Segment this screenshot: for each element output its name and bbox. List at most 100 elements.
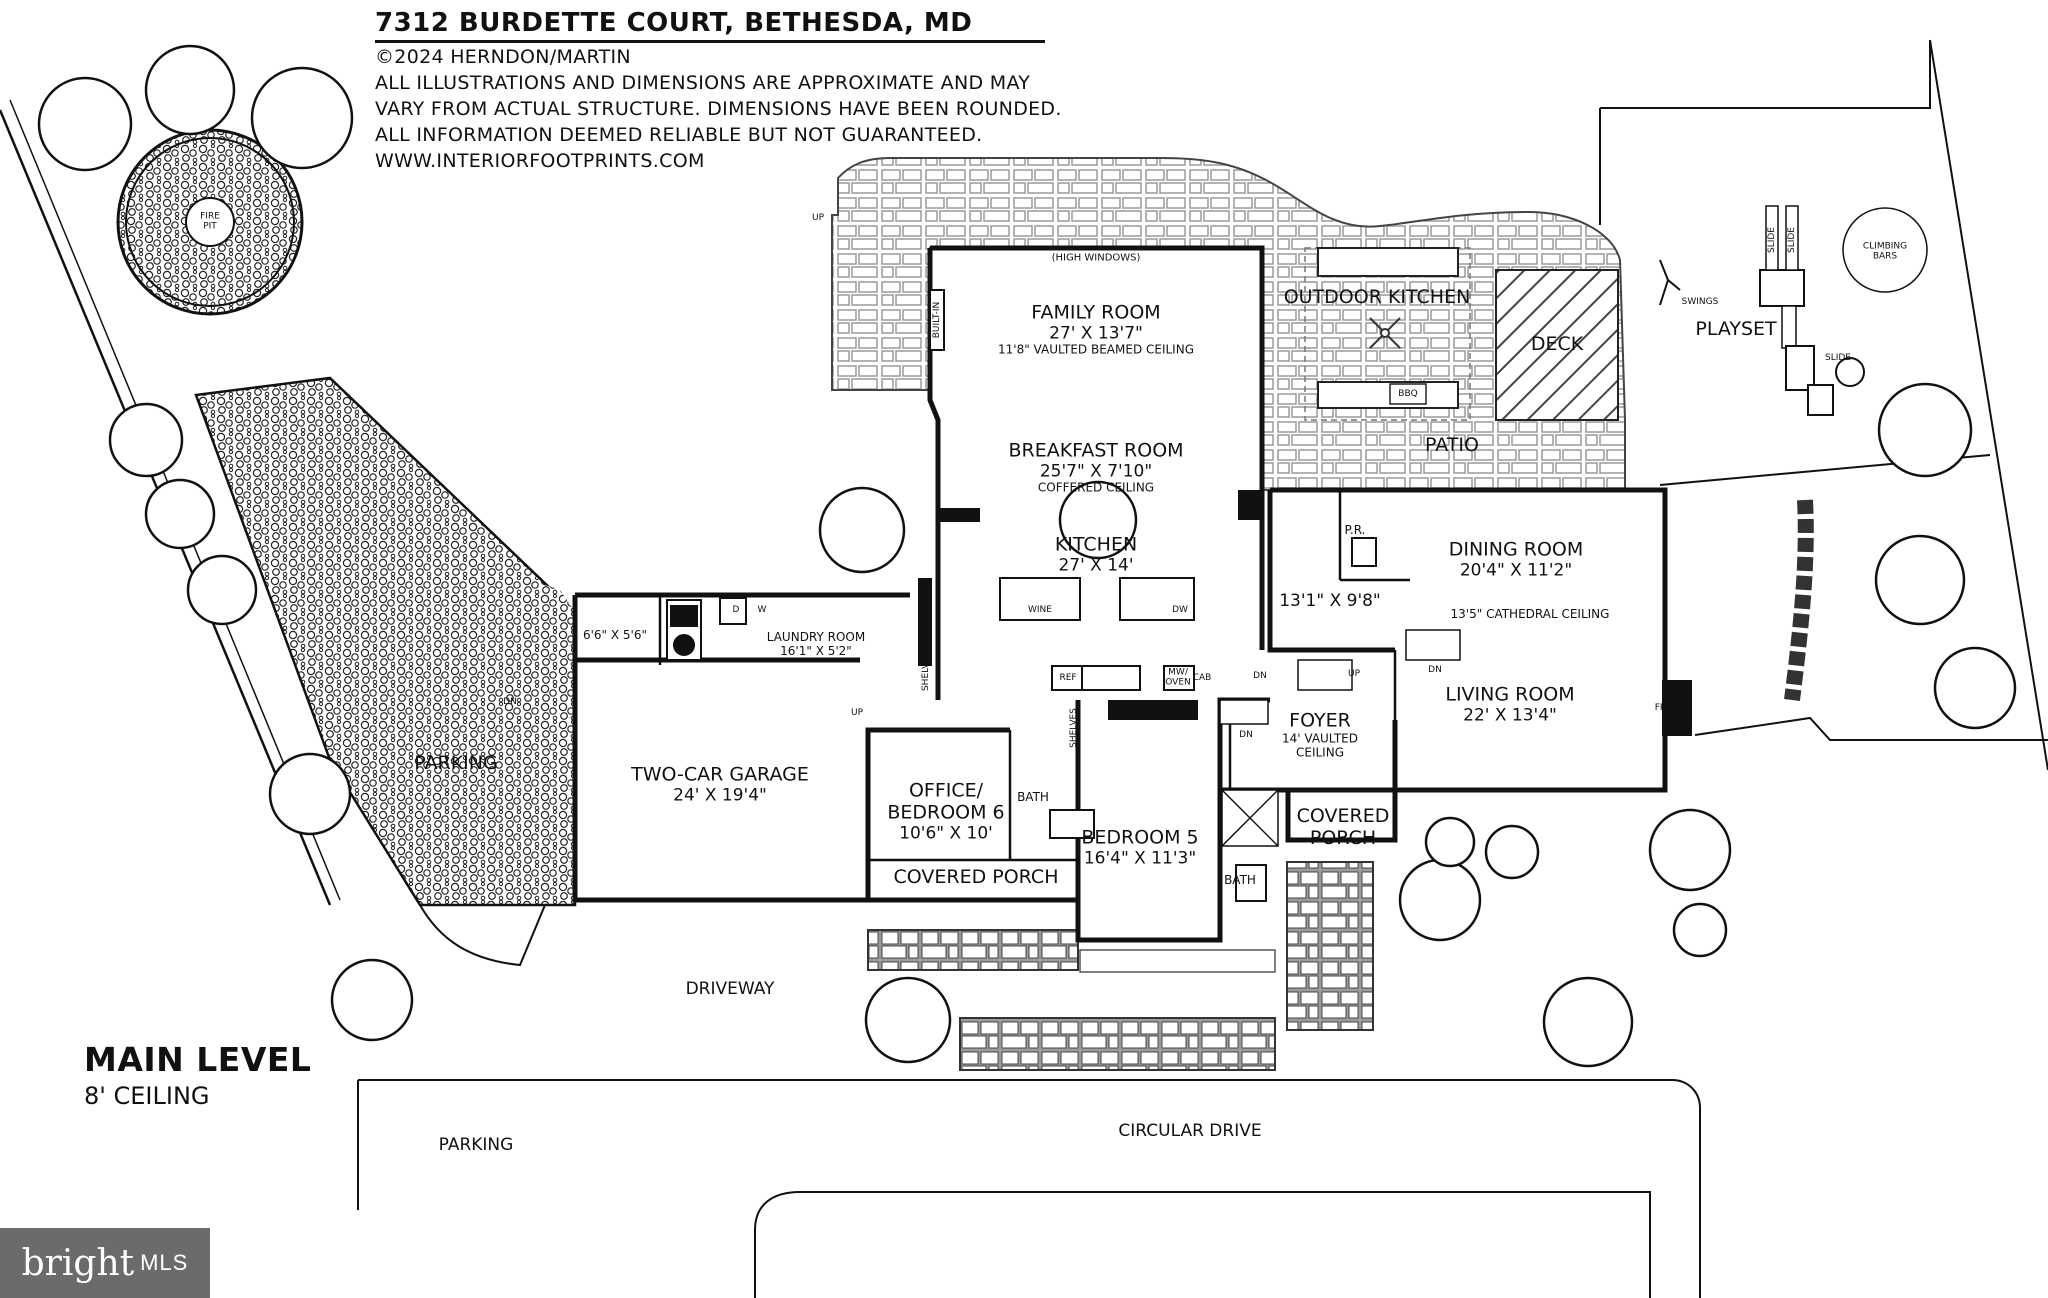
washer-label: W [757,604,767,615]
bedroom-5-label: BEDROOM 5 16'4" X 11'3" [1081,826,1199,869]
foyer-name: FOYER [1289,709,1351,732]
stairs [1219,629,1461,847]
landscape-trees [37,44,2017,1068]
covered-porch-front-label: COVERED PORCH [1296,805,1390,850]
disclaimer-line-1: ALL ILLUSTRATIONS AND DIMENSIONS ARE APP… [375,72,1031,94]
driveway-label: DRIVEWAY [685,979,775,1000]
wall-chunks [668,490,1692,736]
outdoor-kitchen-counter [1317,247,1459,277]
foyer-note-1: 14' VAULTED [1281,731,1359,746]
climbing-bars-line-2: BARS [1872,252,1898,262]
slide-label-1: SLIDE [1766,227,1777,253]
copyright-notice: ©2024 HERNDON/MARTIN [375,46,631,68]
dw-label: DW [1172,604,1188,615]
climbing-bars [1842,207,1928,293]
patio-label: PATIO [1425,434,1479,457]
address-underline [375,40,1045,43]
playset-tower [1759,269,1805,307]
laundry-room-label: LAUNDRY ROOM 16'1" X 5'2" [766,630,866,659]
mls-brand-text: bright [21,1242,135,1284]
kitchen-name: KITCHEN [1054,533,1138,556]
family-room-name: FAMILY ROOM [1031,301,1161,324]
garage-name: TWO-CAR GARAGE [631,763,809,786]
garage-label: TWO-CAR GARAGE 24' X 19'4" [631,763,809,806]
shelves-label: SHELVS [920,656,931,692]
office-line-2: BEDROOM 6 [887,801,1005,824]
bbq-label: BBQ [1398,388,1418,399]
website-link[interactable]: WWW.INTERIORFOOTPRINTS.COM [375,150,705,172]
bedroom-5-dims: 16'4" X 11'3" [1083,848,1197,869]
interior-walls [658,490,1410,940]
ref-label: REF [1059,672,1077,683]
living-room-label: LIVING ROOM 22' X 13'4" [1445,683,1574,726]
bedroom-5-name: BEDROOM 5 [1081,826,1199,849]
slide-label-2: SLIDE [1786,227,1797,253]
stepping-stones [1784,499,1814,701]
stairs-down-label-1: DN [1253,670,1267,681]
garage-dims: 24' X 19'4" [673,785,767,806]
office-label: OFFICE/ BEDROOM 6 10'6" X 10' [887,780,1004,843]
climbing-bars-label: CLIMBING BARS [1863,242,1907,263]
covered-porch-front-line-1: COVERED [1296,805,1390,828]
hall-dims: 13'1" X 9'8" [1279,591,1381,612]
kitchen-dims: 27' X 14' [1058,555,1134,576]
bath-2-label: BATH [1224,873,1256,888]
dining-room-note: 13'5" CATHEDRAL CEILING [1450,607,1610,622]
disclaimer-line-2: VARY FROM ACTUAL STRUCTURE. DIMENSIONS H… [375,98,1062,120]
dining-room-name: DINING ROOM [1448,538,1584,561]
family-room-windows-note: (HIGH WINDOWS) [1051,252,1141,264]
outdoor-kitchen-label: OUTDOOR KITCHEN [1283,286,1471,309]
level-ceiling-note: 8' CEILING [84,1082,210,1110]
mw-oven-line-2: OVEN [1165,678,1191,688]
slide-label-3: SLIDE [1825,352,1851,363]
mls-suffix-text: MLS [140,1250,189,1275]
kitchen-label: KITCHEN 27' X 14' [1054,533,1138,576]
disclaimer-line-3: ALL INFORMATION DEEMED RELIABLE BUT NOT … [375,124,983,146]
property-address: 7312 BURDETTE COURT, BETHESDA, MD [375,8,973,38]
family-room-note: 11'8" VAULTED BEAMED CEILING [998,342,1194,357]
outdoor-kitchen-grill-counter [1317,381,1459,409]
office-line-1: OFFICE/ [908,779,984,802]
stairs-up-label-3: UP [1347,668,1361,679]
fire-pit-line-2: PIT [203,222,217,232]
family-room-dims: 27' X 13'7" [1049,323,1143,344]
dining-room-label: DINING ROOM 20'4" X 11'2" [1448,538,1584,581]
breakfast-room-name: BREAKFAST ROOM [1008,439,1184,462]
storage-dims: 6'6" X 5'6" [582,628,648,643]
mls-logo-badge: bright MLS [0,1228,210,1298]
stairs-up-label-1: UP [811,212,825,223]
dryer-label: D [732,604,740,615]
wine-label: WINE [1028,604,1052,615]
fireplace-label: FP [1654,702,1666,713]
level-title: MAIN LEVEL [84,1040,312,1079]
mw-oven-label: MW/ OVEN [1165,668,1191,689]
built-in-label: BUILT-IN [931,301,942,339]
fire-pit-line-1: FIRE [200,211,220,222]
side-parking-gravel [194,376,577,907]
bath-1-label: BATH [1017,790,1049,805]
dining-room-dims: 20'4" X 11'2" [1459,560,1573,581]
outdoor-fan-icon [1369,317,1401,349]
shelves-2-label: SHELVES [1068,708,1079,748]
laundry-room-name: LAUNDRY ROOM [766,630,866,645]
living-room-dims: 22' X 13'4" [1463,705,1557,726]
covered-porch-front-line-2: PORCH [1309,827,1377,849]
breakfast-room-note: COFFERED CEILING [1037,480,1155,495]
cab-label: CAB [1192,672,1212,683]
fire-pit-label: FIRE PIT [200,212,220,233]
breakfast-room-dims: 25'7" X 7'10" [1039,461,1153,482]
office-dims: 10'6" X 10' [899,823,993,844]
stairs-down-label-2: DN [1239,729,1253,740]
deck-label: DECK [1530,333,1584,356]
stairs-down-label-4: DN [503,696,517,707]
front-walk-stones [959,1017,1276,1071]
front-parking-label: PARKING [438,1135,514,1156]
mw-oven-line-1: MW/ [1168,667,1188,678]
breakfast-room-label: BREAKFAST ROOM 25'7" X 7'10" COFFERED CE… [1008,440,1183,495]
playset-label: PLAYSET [1695,318,1777,341]
deck-area [1495,269,1619,421]
climbing-bars-line-1: CLIMBING [1862,241,1908,252]
powder-room-label: P.R. [1344,523,1366,538]
foyer-label: FOYER 14' VAULTED CEILING [1281,709,1359,759]
